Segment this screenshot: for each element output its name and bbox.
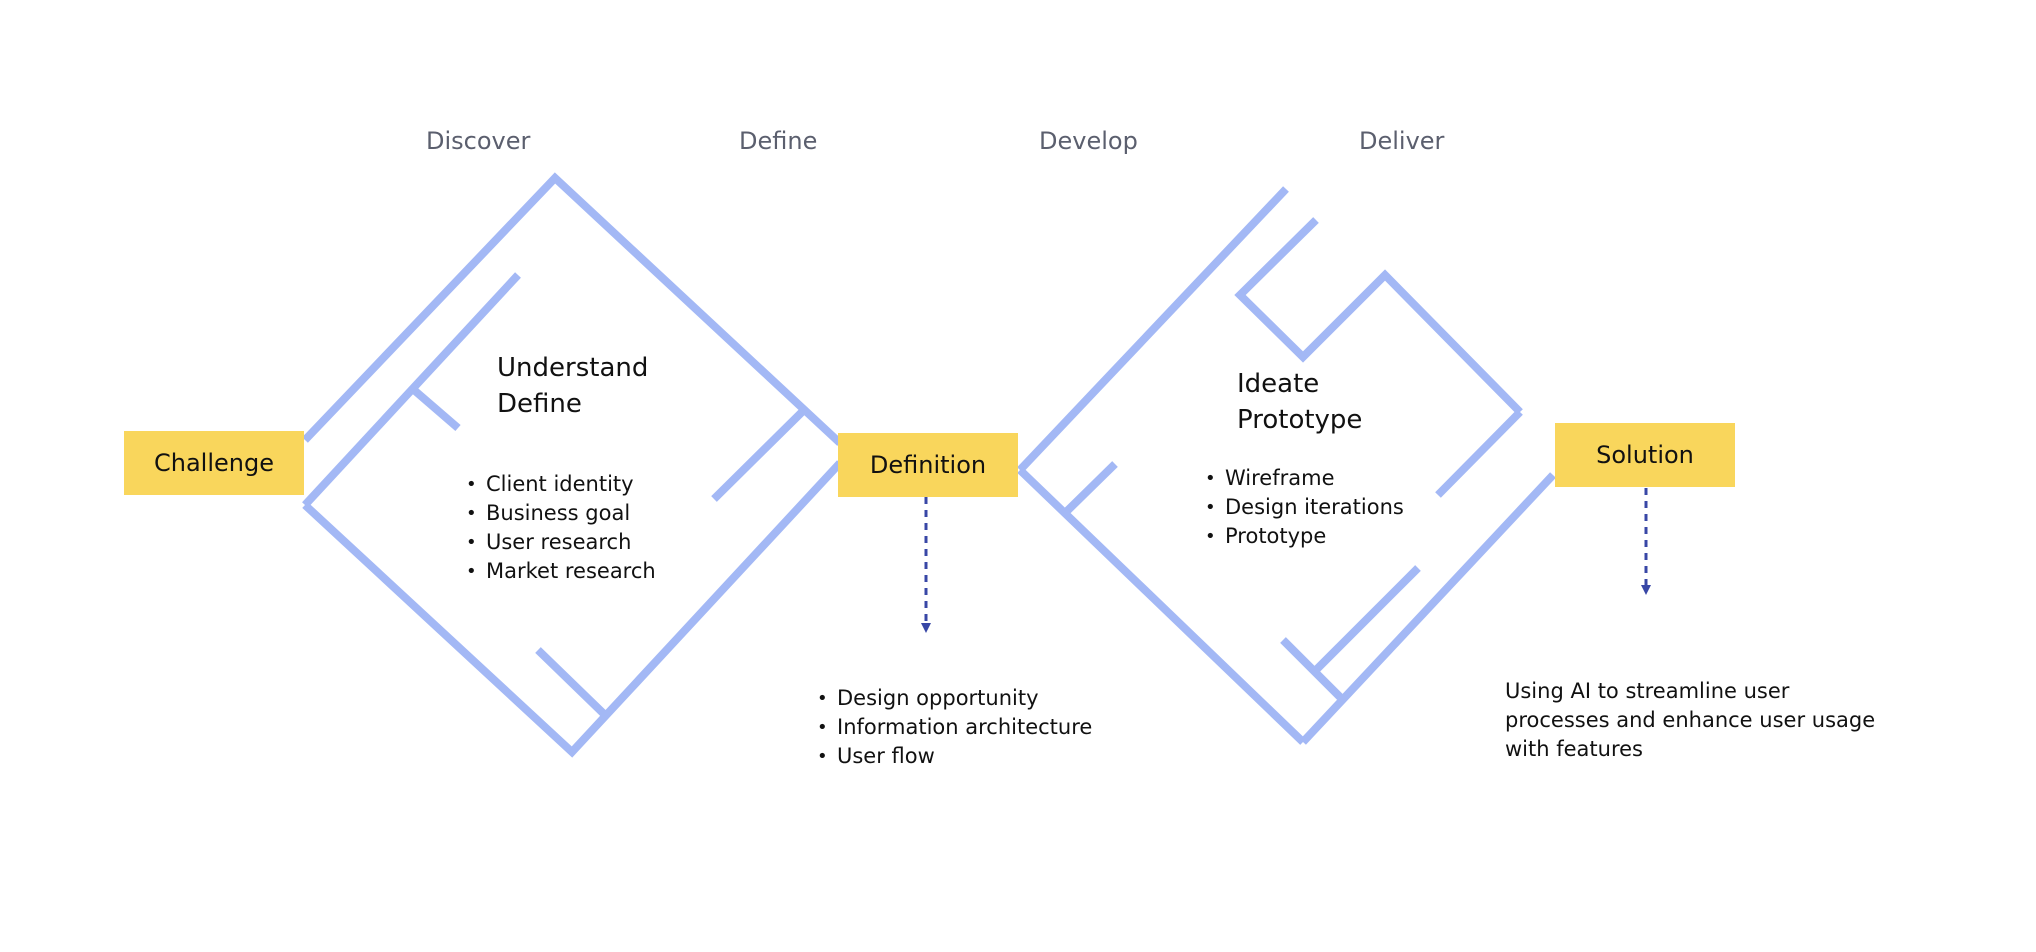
diamond1-heading: Understand Define xyxy=(497,350,648,422)
list-item: Client identity xyxy=(464,470,656,499)
diamond1-list: Client identity Business goal User resea… xyxy=(464,470,656,586)
phase-develop: Develop xyxy=(1039,127,1138,155)
list-item: User flow xyxy=(815,742,1092,771)
diamond1-tick-bottom xyxy=(535,647,608,718)
diamond2-outer-right xyxy=(1300,472,1556,745)
diamond2-tick-bottom-2 xyxy=(1280,637,1343,700)
phase-define: Define xyxy=(739,127,818,155)
list-item: User research xyxy=(464,528,656,557)
diamond2-heading-line2: Prototype xyxy=(1237,405,1363,435)
list-item: Design opportunity xyxy=(815,684,1092,713)
diamond2-tick-right xyxy=(1435,409,1523,498)
diamond1-outer-top xyxy=(302,172,843,446)
challenge-box: Challenge xyxy=(124,431,304,495)
diamond2-heading-line1: Ideate xyxy=(1237,369,1320,399)
diamond1-outer-bottom xyxy=(302,460,843,758)
diamond1-heading-line2: Define xyxy=(497,389,582,419)
phase-discover: Discover xyxy=(426,127,531,155)
diamond2-heading: Ideate Prototype xyxy=(1237,366,1362,438)
diamond1-tick-right xyxy=(711,409,805,502)
diamond2-outer-top xyxy=(1017,186,1289,473)
list-item: Design iterations xyxy=(1203,493,1404,522)
list-item: Prototype xyxy=(1203,522,1404,551)
list-item: Market research xyxy=(464,557,656,586)
diamond2-tick-left xyxy=(1060,461,1118,518)
phase-deliver: Deliver xyxy=(1359,127,1445,155)
definition-outputs-list: Design opportunity Information architect… xyxy=(815,684,1092,771)
diamond2-inner xyxy=(1234,217,1523,415)
diamond2-tick-bottom xyxy=(1313,565,1421,673)
diamond1-inner-left xyxy=(302,272,521,508)
diamond2-list: Wireframe Design iterations Prototype xyxy=(1203,464,1404,551)
solution-note: Using AI to streamline user processes an… xyxy=(1505,679,1876,761)
list-item: Business goal xyxy=(464,499,656,528)
diamond1-heading-line1: Understand xyxy=(497,353,649,383)
diamond1-tick-left xyxy=(411,386,461,432)
list-item: Information architecture xyxy=(815,713,1092,742)
list-item: Wireframe xyxy=(1203,464,1404,493)
definition-box: Definition xyxy=(838,433,1018,497)
solution-box: Solution xyxy=(1555,423,1735,487)
